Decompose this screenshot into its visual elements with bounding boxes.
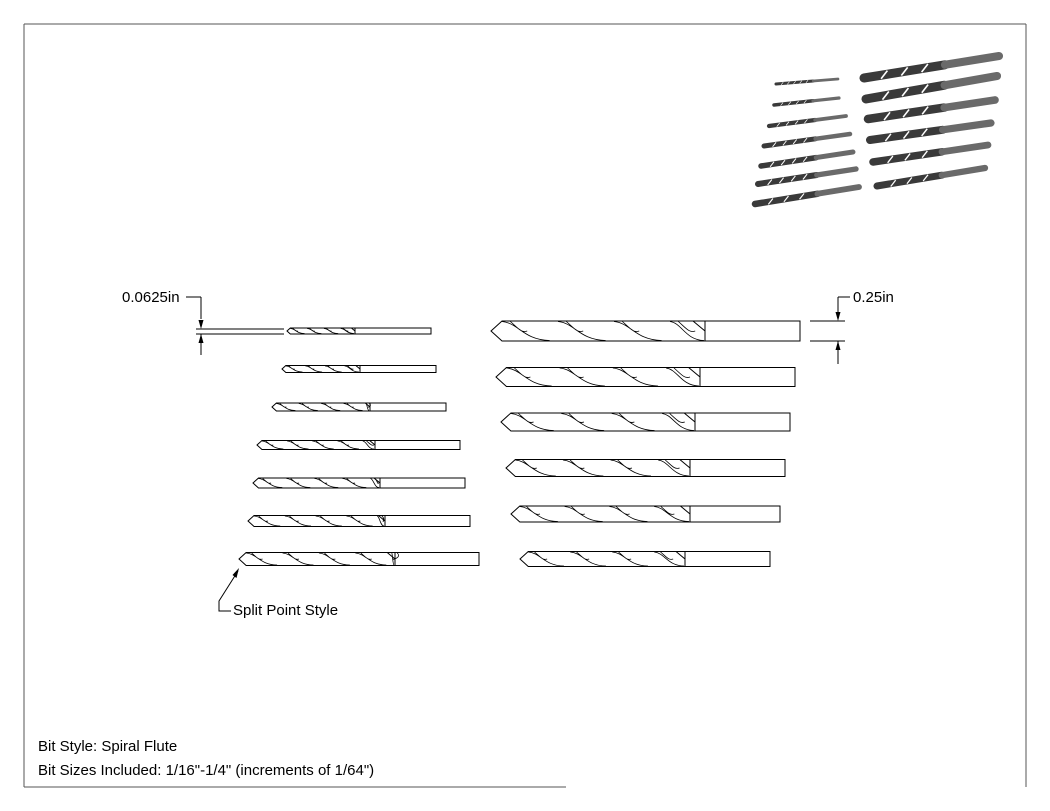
iso-bit-small-5 [758,149,856,169]
iso-bit-small-6 [755,166,859,187]
bit-small-6 [247,515,471,527]
dimension-small-label: 0.0625in [122,289,180,306]
iso-bit-small-2 [772,96,841,107]
iso-bit-large-5 [869,141,992,166]
bit-small-3 [271,402,447,412]
iso-bit-large-6 [873,164,989,190]
iso-bit-small-1 [774,77,840,86]
split-point-label: Split Point Style [233,602,339,619]
bit-small-2 [281,365,437,373]
bit-large-3 [500,412,791,432]
iso-bit-large-3 [863,96,999,124]
sheet-frame [23,23,1027,788]
iso-bit-large-1 [859,51,1004,83]
bit-large-5 [510,505,781,523]
drawing-notes: Bit Style: Spiral Flute Bit Sizes Includ… [38,735,374,783]
bit-small-5 [252,477,466,489]
bit-column-small [238,327,480,566]
dimension-large-callout [810,296,850,364]
bit-small-7 [238,552,480,566]
bit-column-large [490,320,801,567]
bit-large-6 [519,551,771,567]
split-point-leader [218,568,239,612]
iso-bit-large-2 [861,71,1002,104]
bit-small-1 [286,327,432,335]
bit-sizes-note: Bit Sizes Included: 1/16"-1/4" (incremen… [38,762,375,779]
bit-large-4 [505,459,786,477]
bit-style-note: Bit Style: Spiral Flute [38,738,178,755]
isometric-bit-set [751,51,1004,208]
iso-bit-small-4 [761,131,853,149]
dimension-small-callout [186,296,284,355]
iso-bit-small-7 [751,184,862,208]
iso-bit-small-3 [766,114,848,129]
iso-bit-large-4 [866,119,995,144]
bit-small-4 [256,440,461,450]
bit-large-2 [495,367,796,387]
bit-large-1 [490,320,801,342]
dimension-large-label: 0.25in [853,289,894,306]
